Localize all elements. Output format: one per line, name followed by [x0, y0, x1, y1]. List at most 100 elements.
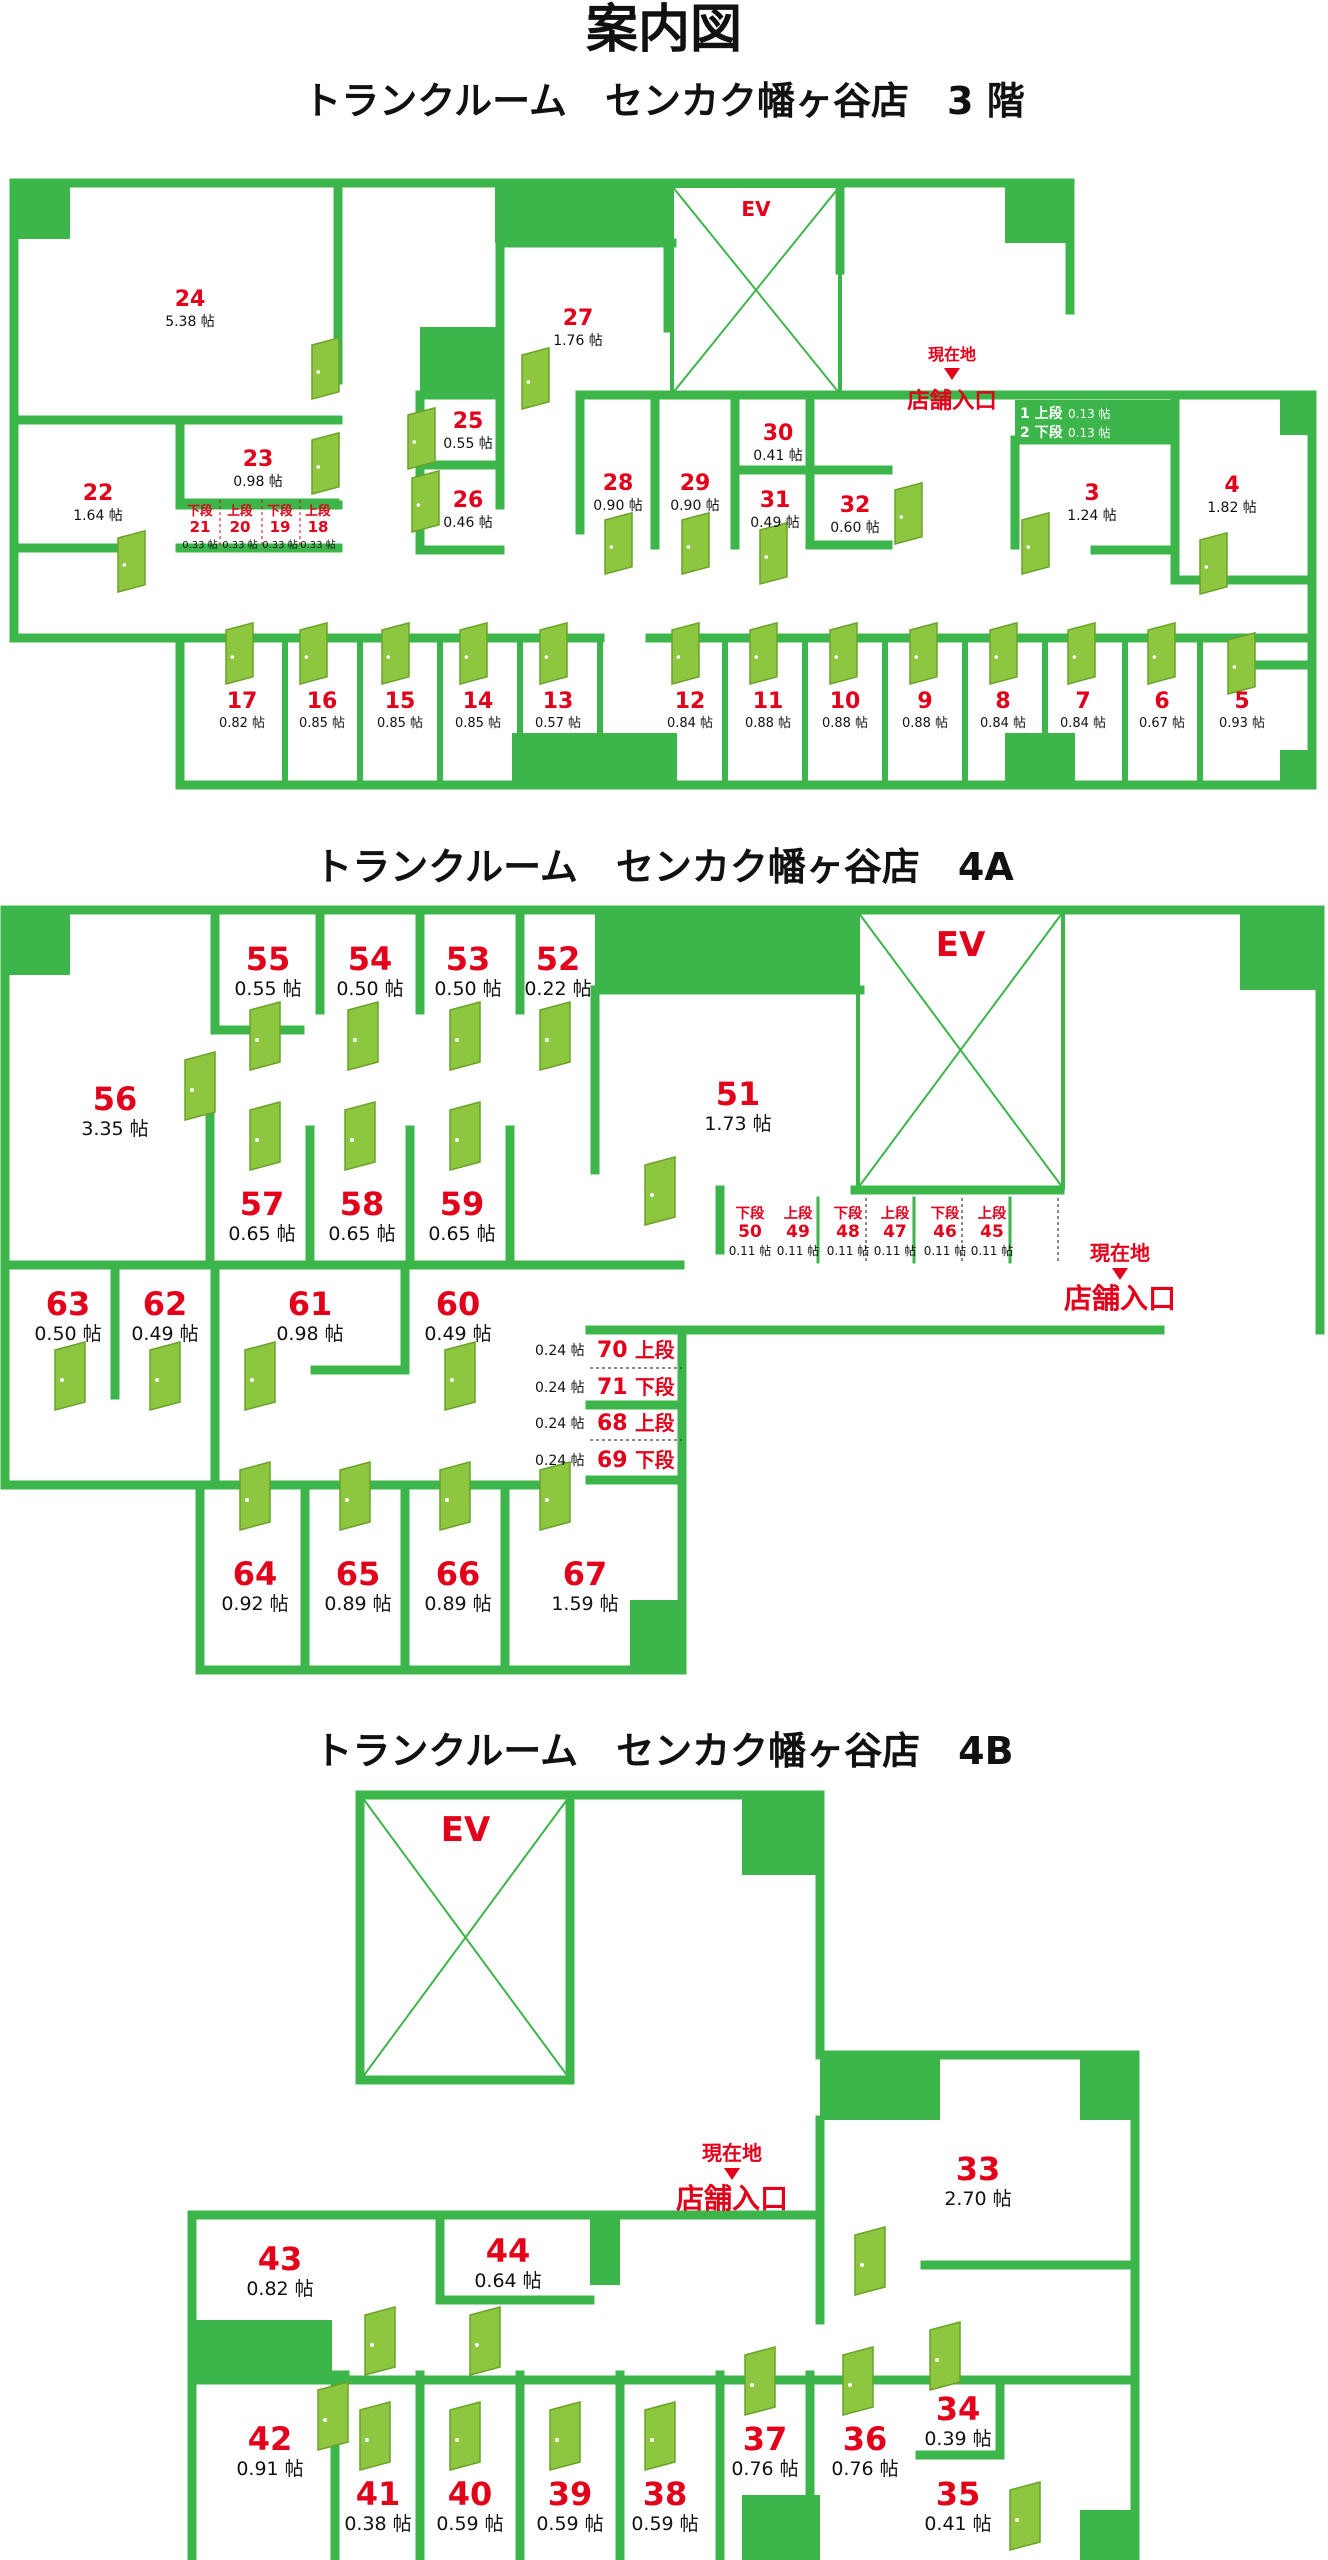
door-icon: [894, 481, 923, 545]
unit-size: 0.65 帖: [328, 1223, 395, 1245]
storage-unit-3: 31.24 帖: [1067, 481, 1117, 524]
unit-number: 42: [248, 2420, 293, 2458]
unit-number: 40: [448, 2475, 493, 2513]
door-panel: [744, 2346, 776, 2416]
storage-unit-58: 580.65 帖: [328, 1185, 395, 1245]
storage-unit-4: 4 1.82 帖: [1207, 473, 1257, 516]
pillar: [1280, 395, 1312, 435]
door-knob: [686, 545, 691, 549]
unit-size: 0.49 帖: [424, 1323, 491, 1345]
unit-size: 1.82 帖: [1207, 500, 1257, 516]
door-panel: [1067, 621, 1096, 685]
storage-unit-32: 320.60 帖: [830, 493, 880, 536]
door-panel: [381, 621, 410, 685]
storage-unit-44: 440.64 帖: [474, 2232, 541, 2292]
door-icon: [239, 1461, 271, 1531]
door-icon: [909, 621, 938, 685]
door-icon: [244, 1341, 276, 1411]
door-knob: [750, 2383, 754, 2387]
pillar: [1080, 2510, 1135, 2560]
door-knob: [370, 2343, 374, 2347]
door-icon: [1009, 2481, 1041, 2551]
pillar: [512, 733, 677, 785]
elevator-label: EV: [441, 1810, 491, 1850]
door-icon: [359, 2401, 391, 2471]
elevator-label: EV: [741, 197, 771, 221]
storage-unit-63: 630.50 帖: [34, 1285, 101, 1345]
unit-size: 0.50 帖: [336, 978, 403, 1000]
door-icon: [339, 1461, 371, 1531]
door-icon: [539, 1461, 571, 1531]
door-icon: [644, 2401, 676, 2471]
unit-number: 46: [933, 1222, 957, 1242]
storage-unit-23: 230.98 帖: [233, 447, 283, 490]
storage-unit-53: 530.50 帖: [434, 940, 501, 1000]
unit-number: 71: [597, 1375, 628, 1400]
unit-size: 0.57 帖: [535, 716, 581, 731]
storage-unit-38: 380.59 帖: [631, 2475, 698, 2535]
unit-size: 0.41 帖: [753, 448, 803, 464]
door-icon: [929, 2321, 961, 2391]
unit-size: 2.70 帖: [944, 2188, 1011, 2210]
unit-number: 70: [597, 1338, 628, 1363]
door-panel: [344, 1101, 376, 1171]
current-location-label: 現在地: [702, 2141, 762, 2165]
door-knob: [1232, 665, 1237, 669]
unit-number: 29: [680, 471, 711, 496]
door-knob: [650, 2438, 654, 2442]
pillar: [590, 2215, 620, 2285]
unit-size: 0.50 帖: [34, 1323, 101, 1345]
door-icon: [149, 1341, 181, 1411]
location-arrow: [944, 368, 960, 380]
storage-unit-34: 340.39 帖: [924, 2390, 991, 2450]
storage-unit-67: 671.59 帖: [551, 1555, 618, 1615]
unit-number: 41: [356, 2475, 401, 2513]
shelf-block: [1015, 400, 1175, 440]
door-icon: [444, 1341, 476, 1411]
unit-number: 7: [1075, 689, 1090, 714]
unit-size: 0.88 帖: [822, 716, 868, 731]
unit-number: 4: [1224, 473, 1239, 498]
unit-size: 0.93 帖: [1219, 716, 1265, 731]
unit-number: 15: [385, 689, 416, 714]
door-panel: [311, 431, 340, 495]
unit-number: 57: [240, 1185, 285, 1223]
unit-number: 64: [233, 1555, 278, 1593]
unit-size: 0.65 帖: [228, 1223, 295, 1245]
door-knob: [555, 2438, 559, 2442]
unit-number: 18: [308, 518, 329, 536]
unit-size: 0.55 帖: [443, 436, 493, 452]
storage-unit-28: 280.90 帖: [593, 471, 643, 514]
unit-number: 16: [307, 689, 338, 714]
door-knob: [60, 1378, 64, 1382]
unit-size: 0.84 帖: [980, 716, 1026, 731]
door-knob: [230, 655, 235, 659]
unit-size: 0.60 帖: [830, 520, 880, 536]
door-panel: [407, 406, 436, 470]
unit-number: 66: [436, 1555, 481, 1593]
door-knob: [676, 655, 681, 659]
door-knob: [450, 1378, 454, 1382]
unit-number: 45: [980, 1222, 1004, 1242]
unit-size: 0.11 帖: [971, 1243, 1014, 1258]
unit-number: 62: [143, 1285, 188, 1323]
door-panel: [469, 2306, 501, 2376]
door-icon: [381, 621, 410, 685]
unit-size: 0.90 帖: [593, 498, 643, 514]
current-location-label: 現在地: [1090, 1241, 1150, 1265]
door-icon: [344, 1101, 376, 1171]
door-panel: [539, 1001, 571, 1071]
door-knob: [914, 655, 919, 659]
door-knob: [255, 1138, 259, 1142]
unit-size: 0.33 帖: [222, 538, 257, 551]
storage-unit-14: 140.85 帖: [455, 689, 501, 731]
storage-unit-22: 221.64 帖: [73, 481, 123, 524]
unit-size: 0.76 帖: [731, 2458, 798, 2480]
unit-tier: 下段: [635, 1376, 675, 1399]
door-panel: [364, 2306, 396, 2376]
